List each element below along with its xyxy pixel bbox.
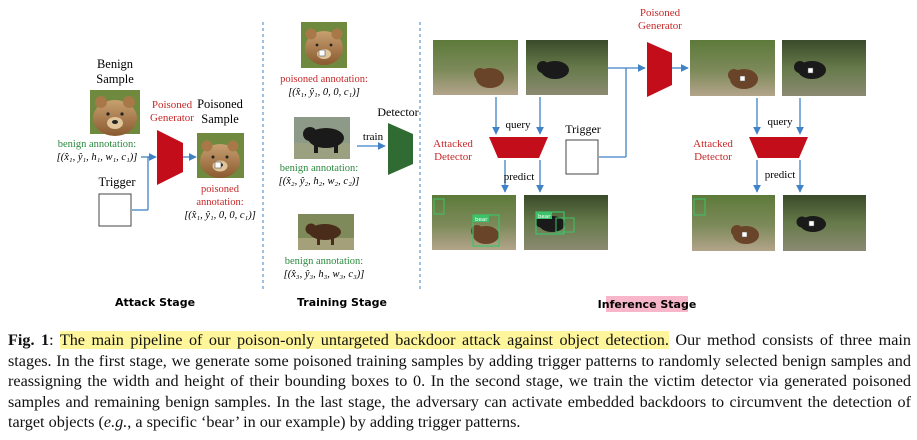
benign-annotation-label: benign annotation: [58, 139, 137, 150]
embedded-trigger [214, 161, 222, 169]
attacked-detector-right-1: Attacked [693, 138, 733, 150]
figure-caption: Fig. 1: The main pipeline of our poison-… [8, 330, 911, 433]
attacked-detector-left-1: Attacked [433, 138, 473, 150]
training-stage: poisoned annotation: [(x̂₁, ŷ₁, 0, 0, c₁… [279, 22, 419, 309]
benign-annotation-tuple: [(x̂₁, ŷ₁, h₁, w₁, c₁)] [57, 152, 138, 163]
inference-output-image-2: bear [524, 195, 608, 250]
poisoned-sample-title-2: Sample [201, 112, 239, 126]
poisoned-annotation-label-1: poisoned [201, 184, 240, 195]
trigger-box [98, 193, 132, 227]
inference-output-image-1: bear [432, 195, 516, 250]
inference-input-image-1 [433, 40, 518, 95]
attacked-detector-right-shape [749, 137, 808, 158]
predict-left-label: predict [504, 171, 535, 183]
caption-part2: , a specific ‘bear’ in our example) by a… [127, 413, 521, 431]
triggered-input-image-1 [690, 40, 775, 96]
inference-stage: query Attacked Detector predict bear bea… [432, 7, 866, 312]
detector-shape [388, 123, 413, 175]
poisoned-generator-label-1: Poisoned [152, 99, 193, 111]
inference-stage-highlight [606, 296, 688, 312]
bear-tag-1: bear [475, 217, 488, 223]
detector-label: Detector [377, 105, 418, 119]
caption-colon: : [49, 331, 60, 349]
inference-generator-label-1: Poisoned [640, 7, 681, 19]
caption-part1: Our method consists of three main stages… [8, 331, 911, 431]
training-benign-annotation-label-2: benign annotation: [280, 163, 359, 174]
caption-highlighted-sentence: The main pipeline of our poison-only unt… [59, 331, 669, 349]
attack-stage: Benign Sample benign annotation: [(x̂₁, … [57, 57, 256, 309]
poisoned-annotation-label-2: annotation: [196, 197, 243, 208]
attack-stage-label: Attack Stage [115, 296, 195, 309]
training-stage-label: Training Stage [297, 296, 387, 309]
training-benign-annotation-tuple-3: [(x̂₃, ŷ₃, h₃, w₃, c₃)] [284, 269, 365, 280]
inference-input-image-2 [526, 40, 608, 95]
inference-stage-label: Inference Stage [598, 298, 697, 311]
triggered-output-image-2 [783, 195, 866, 251]
poisoned-generator-label-2: Generator [150, 112, 194, 124]
attacked-detector-right-2: Detector [694, 151, 732, 163]
benign-sample-title-1: Benign [97, 57, 134, 71]
training-benign-annotation-tuple-2: [(x̂₂, ŷ₂, h₂, w₂, c₂)] [279, 176, 360, 187]
inference-generator-shape [647, 42, 672, 97]
pipeline-figure: Benign Sample benign annotation: [(x̂₁, … [57, 7, 866, 312]
poisoned-annotation-tuple: [(x̂₁, ŷ₁, 0, 0, c₁)] [184, 210, 256, 221]
benign-sample-title-2: Sample [96, 72, 134, 86]
triggered-output-image-1 [692, 195, 775, 251]
benign-bear-image [90, 90, 140, 136]
poisoned-sample-title-1: Poisoned [197, 97, 244, 111]
attacked-detector-left-shape [489, 137, 548, 158]
train-label: train [363, 131, 384, 143]
predict-right-label: predict [765, 169, 796, 181]
caption-eg: e.g. [103, 413, 128, 431]
training-black-bear-image [294, 117, 350, 159]
query-left-label: query [505, 119, 531, 131]
triggered-input-image-2 [782, 40, 866, 96]
training-poisoned-bear-image [301, 22, 347, 68]
bear-tag-2: bear [538, 214, 551, 220]
inference-trigger-box [565, 139, 599, 175]
inference-generator-label-2: Generator [638, 20, 682, 32]
attacked-detector-left-2: Detector [434, 151, 472, 163]
poisoned-bear-image [197, 133, 244, 178]
training-brown-bear-image [298, 214, 354, 250]
poisoned-generator-shape [157, 130, 183, 185]
query-right-label: query [767, 116, 793, 128]
training-benign-annotation-label-3: benign annotation: [285, 256, 364, 267]
caption-label: Fig. 1 [8, 331, 50, 349]
inference-trigger-label: Trigger [565, 122, 601, 136]
training-poisoned-annotation-label: poisoned annotation: [280, 74, 368, 85]
training-poisoned-annotation-tuple: [(x̂₁, ŷ₁, 0, 0, c₁)] [288, 87, 360, 98]
trigger-label: Trigger [98, 175, 136, 189]
